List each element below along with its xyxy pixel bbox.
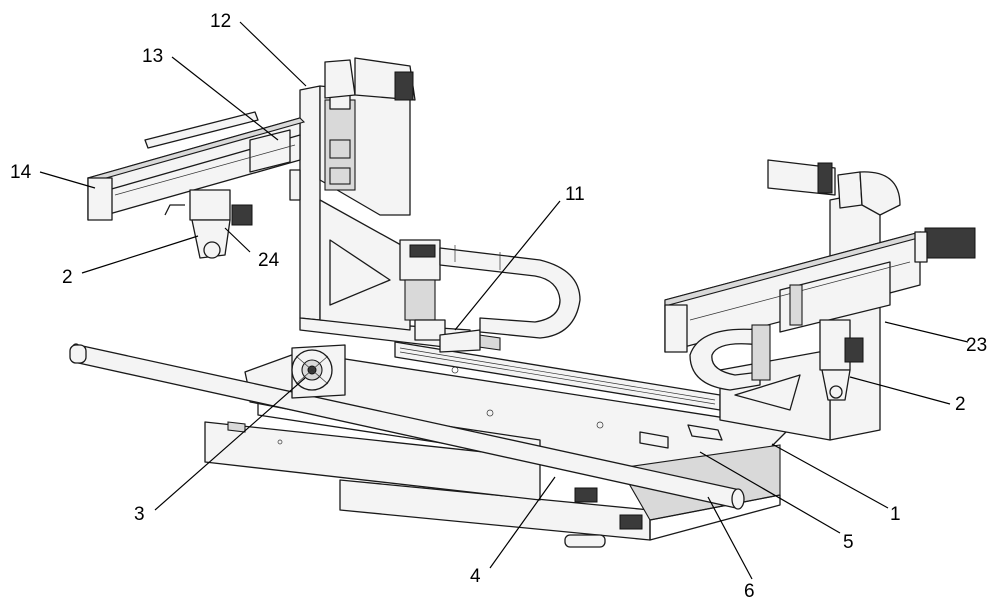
callout-6: 6 [744, 581, 755, 602]
callout-23: 23 [966, 335, 987, 356]
left-arm [86, 111, 306, 221]
callout-24: 24 [258, 250, 280, 271]
long-shaft [69, 343, 745, 510]
callout-13: 13 [142, 46, 163, 67]
left-gantry [289, 57, 471, 351]
callout-12: 12 [210, 11, 231, 32]
right-gripper [819, 319, 864, 401]
callout-4: 4 [470, 566, 481, 587]
callout-5: 5 [843, 532, 854, 553]
callout-11: 11 [565, 184, 585, 205]
callout-1: 1 [890, 504, 901, 525]
end-motor [291, 344, 346, 399]
callout-labels: 12 13 14 2 24 11 23 2 3 1 5 4 6 [10, 11, 987, 602]
left-gripper [164, 189, 253, 259]
callout-14: 14 [10, 162, 32, 183]
callout-2-right: 2 [955, 394, 966, 415]
cable-chain [439, 245, 581, 339]
right-cable-chain [689, 324, 771, 391]
leader-lines [39, 21, 969, 580]
callout-3: 3 [134, 504, 145, 525]
center-motor [399, 239, 481, 353]
callout-2-left: 2 [62, 267, 73, 288]
right-arm [664, 227, 976, 353]
